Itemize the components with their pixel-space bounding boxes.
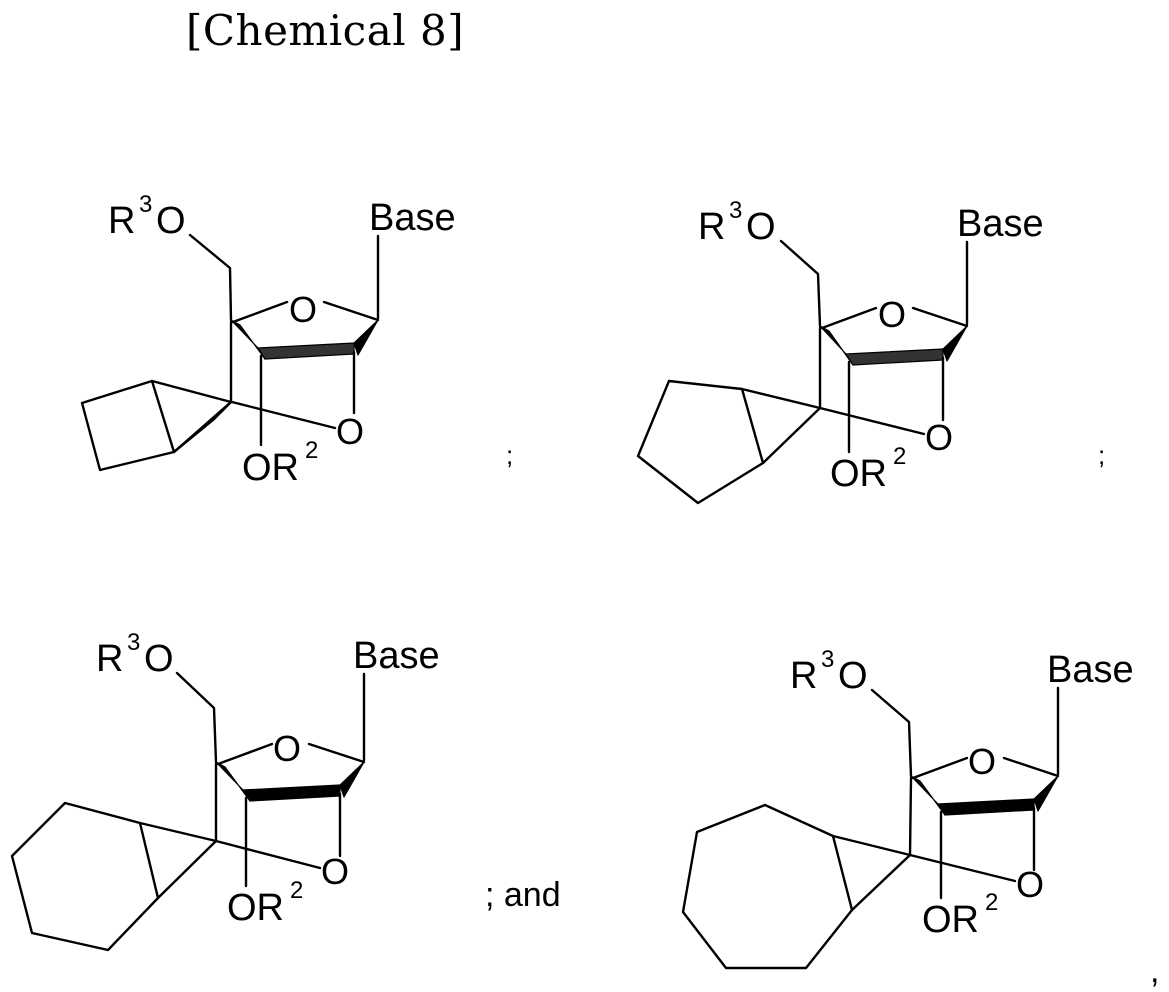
or2-label: OR (227, 887, 284, 929)
or2-superscript: 2 (985, 889, 998, 916)
bond-ring-o-right (324, 302, 378, 320)
r3-superscript: 3 (729, 197, 742, 224)
or2-superscript: 2 (305, 437, 318, 464)
or2-label: OR (830, 453, 887, 495)
separator-4: , (1150, 952, 1159, 991)
ring-oxygen-label: O (968, 741, 996, 782)
bond-o5-ch2 (872, 690, 911, 776)
cyclobutane-ring (82, 381, 174, 470)
or2-label: OR (922, 899, 979, 941)
wedge-c4-c3 (911, 776, 945, 815)
o5-label: O (746, 206, 776, 248)
bond-ring-o-left (913, 758, 967, 778)
bond-c4-spiro (910, 778, 911, 855)
separator-3: ; and (485, 876, 561, 915)
wedge-c2-c1 (943, 326, 967, 361)
wedge-c2-c1 (1034, 776, 1058, 811)
bond-o5-ch2 (177, 673, 216, 762)
r3-label: R (698, 206, 725, 248)
structure-cycloheptane: R 3 O Base O O OR 2 (683, 646, 1134, 968)
o5-label: O (144, 638, 174, 680)
base-label: Base (957, 203, 1044, 245)
bond-ring-o-left (822, 308, 876, 328)
bond-bridge-ch2 (232, 402, 335, 428)
separator-1: ; (506, 440, 513, 471)
bond-o5-ch2 (781, 241, 820, 326)
ring-oxygen-label: O (878, 294, 906, 335)
bold-c3-c2 (243, 785, 340, 801)
wedge-c4-c3 (231, 320, 265, 359)
bond-o5-ch2 (190, 235, 231, 320)
r3-label: R (108, 200, 135, 242)
bold-c3-c2 (938, 799, 1034, 815)
bold-c3-c2 (258, 343, 354, 359)
wedge-c4-c3 (216, 762, 250, 801)
or2-superscript: 2 (893, 443, 906, 470)
o5-label: O (156, 200, 186, 242)
r3-label: R (96, 638, 123, 680)
cyclopropane (152, 381, 231, 452)
structure-cyclopentane: R 3 O Base O O OR 2 (638, 197, 1044, 503)
bond-ring-o-left (218, 744, 272, 764)
bond-ring-o-left (233, 302, 287, 322)
bold-c3-c2 (846, 349, 943, 365)
cycloheptane-ring (683, 805, 852, 968)
structure-cyclobutane: R 3 O Base O O OR 2 (82, 191, 456, 489)
r3-superscript: 3 (139, 191, 152, 218)
base-label: Base (369, 197, 456, 239)
bond-ring-o-right (309, 744, 364, 762)
bond-bridge-ch2 (820, 408, 924, 434)
r3-label: R (790, 655, 817, 697)
bond-bridge-ch2 (910, 855, 1015, 881)
structure-cyclohexane: R 3 O Base O O OR 2 (12, 629, 440, 950)
wedge-c2-c1 (340, 762, 364, 797)
ring-oxygen-label: O (273, 728, 301, 769)
wedge-c2-c1 (354, 320, 378, 355)
r3-superscript: 3 (127, 629, 140, 656)
bond-bridge-ch2 (216, 841, 320, 868)
bridge-oxygen-label: O (336, 411, 364, 452)
bond-ring-o-right (1004, 758, 1058, 776)
bridge-oxygen-label: O (1016, 864, 1044, 905)
o5-label: O (838, 655, 868, 697)
or2-label: OR (242, 447, 299, 489)
base-label: Base (353, 635, 440, 677)
bond-ring-o-right (913, 308, 967, 326)
or2-superscript: 2 (290, 877, 303, 904)
r3-superscript: 3 (821, 646, 834, 673)
bridge-oxygen-label: O (321, 851, 349, 892)
cyclopropane (742, 389, 820, 463)
ring-oxygen-label: O (289, 289, 317, 330)
cyclopropane (140, 823, 216, 898)
cyclohexane-ring (12, 803, 158, 950)
bridge-oxygen-label: O (925, 417, 953, 458)
wedge-c4-c3 (820, 326, 853, 365)
base-label: Base (1047, 649, 1134, 691)
cyclopropane (833, 836, 910, 910)
separator-2: ; (1098, 440, 1105, 471)
